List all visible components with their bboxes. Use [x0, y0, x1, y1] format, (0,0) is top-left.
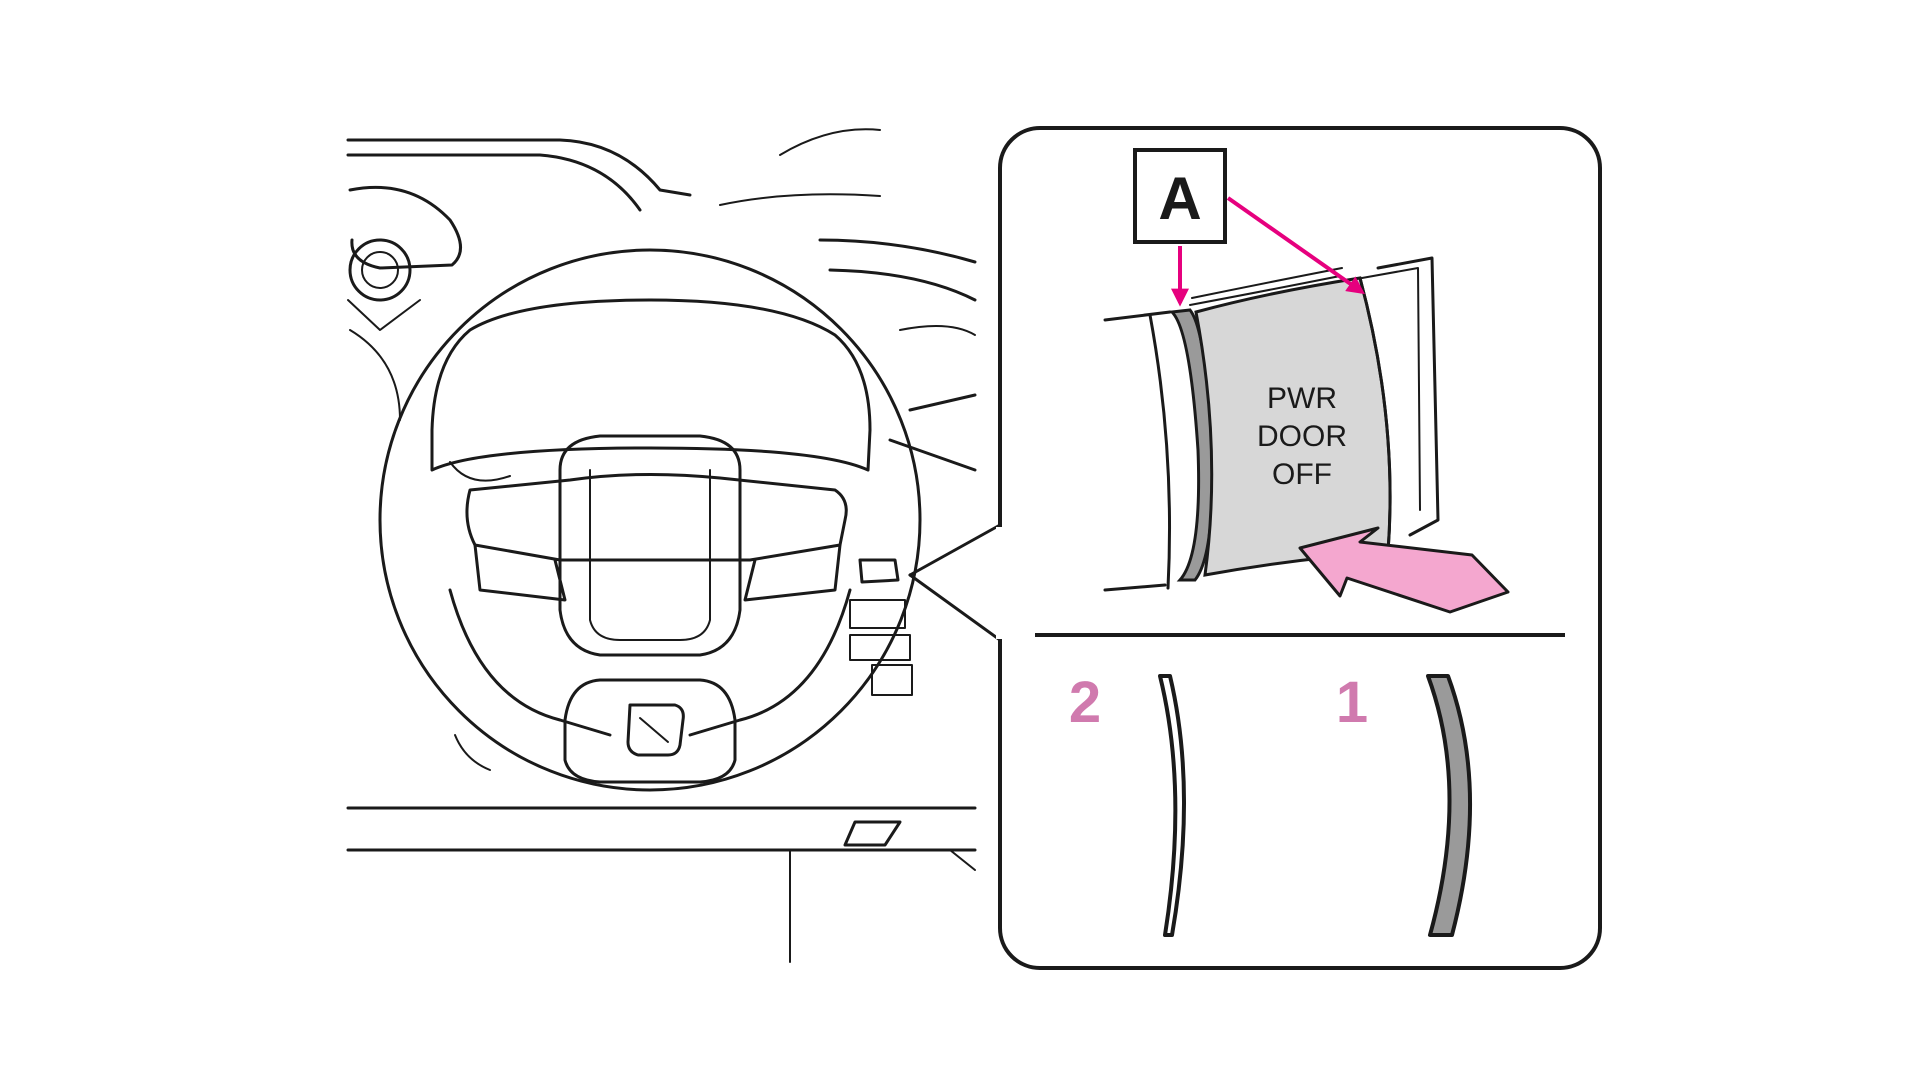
switch-label-line1: PWR	[1267, 382, 1337, 415]
callout-letter: A	[1158, 165, 1201, 232]
position-number-2: 2	[1069, 670, 1101, 735]
callout-label-a: A	[1133, 148, 1227, 244]
switch-closeup: PWR DOOR OFF	[1103, 256, 1440, 592]
switch-profile-position-2	[1158, 674, 1187, 937]
steering-wheel-icon	[378, 248, 922, 792]
dashboard-illustration	[346, 128, 977, 963]
switch-label-line2: DOOR	[1257, 420, 1347, 453]
pointer-arrow-icon	[1226, 196, 1365, 295]
switch-positions: 2 1	[1069, 670, 1473, 937]
switch-profile-position-1	[1426, 674, 1473, 937]
switch-label-line3: OFF	[1272, 458, 1332, 491]
position-number-1: 1	[1336, 670, 1368, 735]
push-arrow-icon	[1298, 526, 1510, 614]
